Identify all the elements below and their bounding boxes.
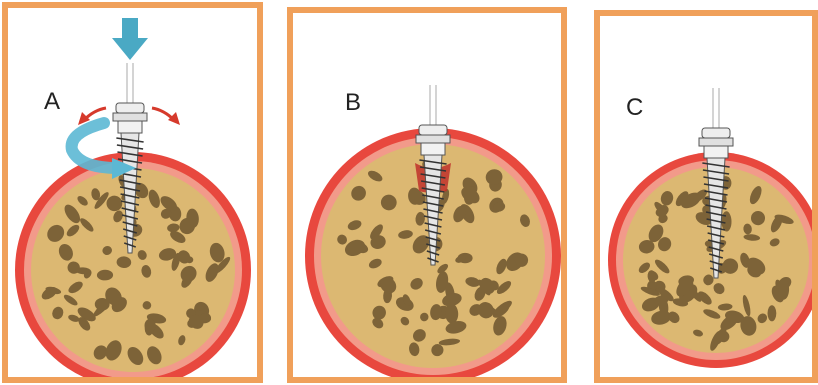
panel-label-b: B bbox=[345, 91, 361, 115]
panel-b: B bbox=[287, 7, 567, 383]
diagram-b bbox=[293, 13, 561, 377]
panel-label-c: C bbox=[626, 96, 643, 120]
diagram-c bbox=[600, 16, 812, 377]
panel-a: A bbox=[2, 2, 263, 383]
diagram-a bbox=[8, 8, 257, 377]
push-arrow-icon bbox=[112, 18, 148, 60]
panel-c: C bbox=[594, 10, 818, 383]
panel-label-a: A bbox=[44, 90, 60, 114]
